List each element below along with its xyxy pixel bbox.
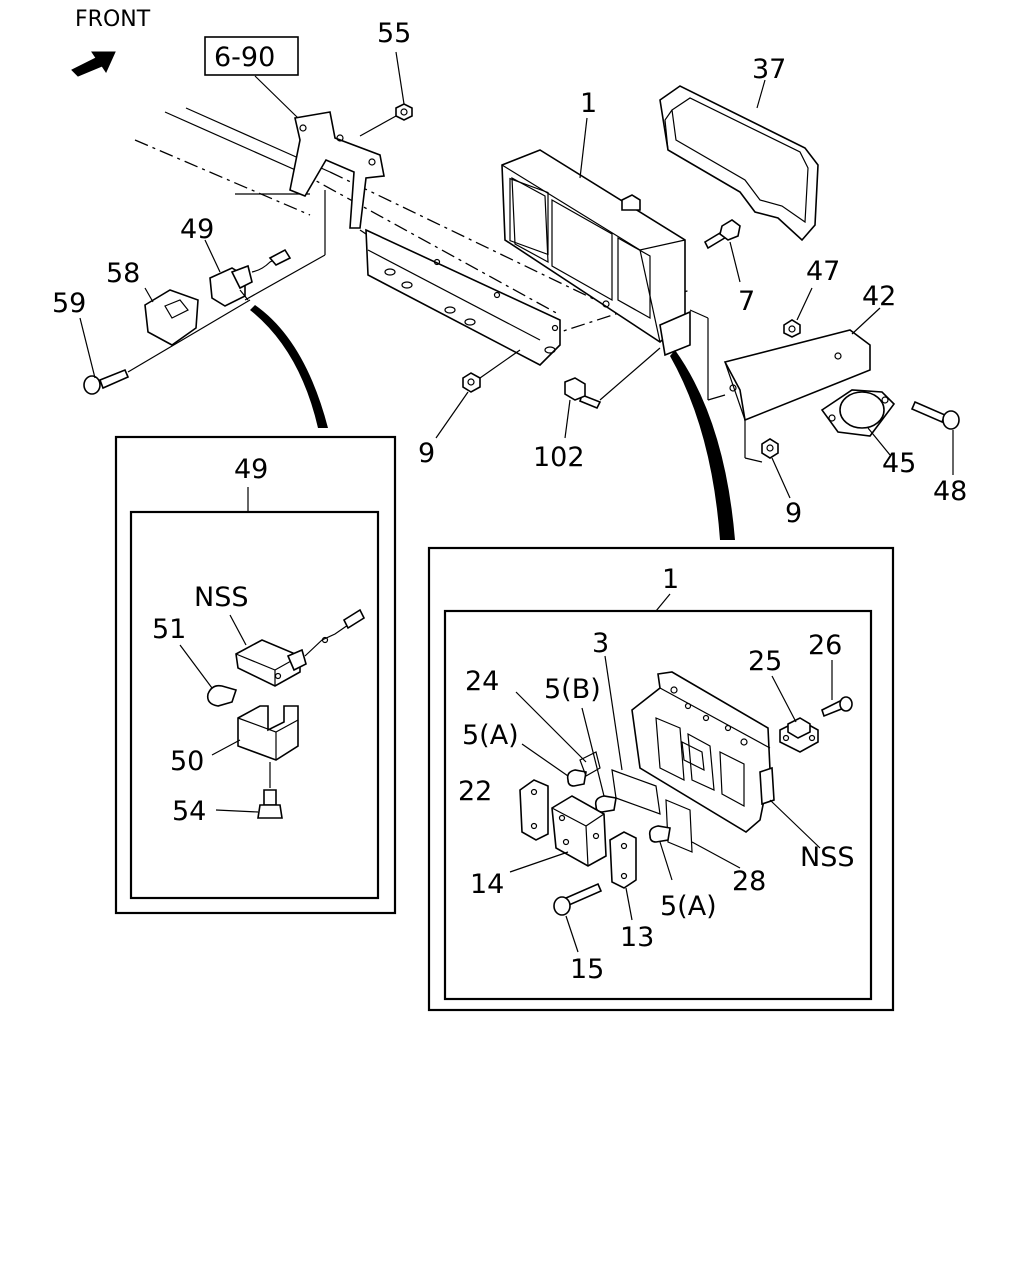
part-55-nut — [359, 51, 413, 137]
reference-label: 6-90 — [214, 42, 275, 73]
detail-1-label-22: 22 — [458, 776, 492, 807]
detail-49-label-50: 50 — [170, 746, 204, 777]
detail-1-label-5a-top: 5(A) — [462, 720, 519, 751]
detail-1-label-28: 28 — [732, 866, 766, 897]
detail-49-label-51: 51 — [152, 614, 186, 645]
part-59-screw — [79, 299, 251, 395]
callout-curve-49 — [250, 305, 328, 428]
label-55: 55 — [377, 18, 411, 49]
detail-49-title: 49 — [234, 454, 268, 485]
label-102: 102 — [533, 442, 585, 473]
part-9-nut-left — [435, 349, 521, 439]
label-49: 49 — [180, 214, 214, 245]
label-59: 59 — [52, 288, 86, 319]
label-9-right: 9 — [785, 498, 802, 529]
part-37-cover — [659, 79, 819, 242]
detail-1-label-5b: 5(B) — [544, 674, 601, 705]
part-48-screw — [910, 400, 960, 475]
front-label: FRONT — [75, 7, 151, 32]
part-7-bolt — [703, 219, 741, 283]
detail-49-label-54: 54 — [172, 796, 206, 827]
detail-1-label-13: 13 — [620, 922, 654, 953]
label-47: 47 — [806, 256, 840, 287]
label-45: 45 — [882, 448, 916, 479]
label-1: 1 — [580, 88, 597, 119]
label-48: 48 — [933, 476, 967, 507]
part-58-cover — [144, 287, 199, 346]
detail-1-nss: NSS — [800, 842, 854, 873]
part-45-relay — [820, 389, 896, 456]
detail-49-nss: NSS — [194, 582, 248, 613]
detail-1-label-3: 3 — [592, 628, 609, 659]
part-1-controller — [501, 149, 691, 357]
detail-1-label-25: 25 — [748, 646, 782, 677]
mount-bracket — [289, 111, 385, 229]
label-58: 58 — [106, 258, 140, 289]
detail-1-label-24: 24 — [465, 666, 499, 697]
part-49-sensor — [204, 239, 292, 307]
reference-box-6-90: 6-90 — [204, 36, 299, 119]
detail-1-label-5a-bot: 5(A) — [660, 891, 717, 922]
part-102-bolt — [564, 347, 661, 439]
part-9-nut-right — [761, 438, 791, 499]
callout-curve-1 — [670, 350, 735, 540]
detail-1-label-15: 15 — [570, 954, 604, 985]
front-indicator: FRONT — [71, 7, 151, 77]
part-42-bracket — [689, 307, 881, 463]
front-arrow-icon — [71, 51, 116, 77]
detail-1-label-26: 26 — [808, 630, 842, 661]
detail-view-1: 1 NSS 3 28 25 26 — [427, 546, 895, 1012]
label-7: 7 — [738, 286, 755, 317]
detail-view-49: 49 NSS 51 50 54 — [114, 435, 397, 915]
detail-1-title: 1 — [662, 564, 679, 595]
label-42: 42 — [862, 281, 896, 312]
label-9-left: 9 — [418, 438, 435, 469]
bracket-plate — [244, 190, 561, 366]
detail-1-label-14: 14 — [470, 869, 504, 900]
label-37: 37 — [752, 54, 786, 85]
part-47-nut — [783, 287, 813, 338]
